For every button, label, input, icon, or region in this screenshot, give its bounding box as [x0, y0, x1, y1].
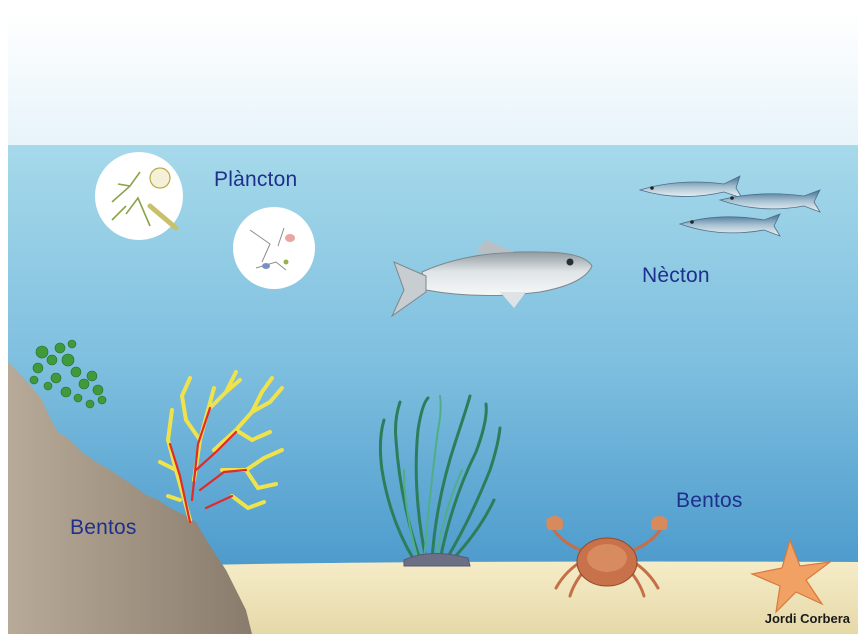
plankton-circle-icon	[95, 152, 183, 240]
plankton-label: Plàncton	[214, 168, 297, 192]
benthos-label-right: Bentos	[676, 489, 743, 513]
sky	[8, 10, 858, 145]
sand-seabed	[150, 562, 858, 634]
benthos-label-left: Bentos	[70, 516, 137, 540]
plankton-circle-icon	[233, 207, 315, 289]
artist-credit: Jordi Corbera	[765, 611, 850, 626]
nekton-label: Nècton	[642, 264, 710, 288]
